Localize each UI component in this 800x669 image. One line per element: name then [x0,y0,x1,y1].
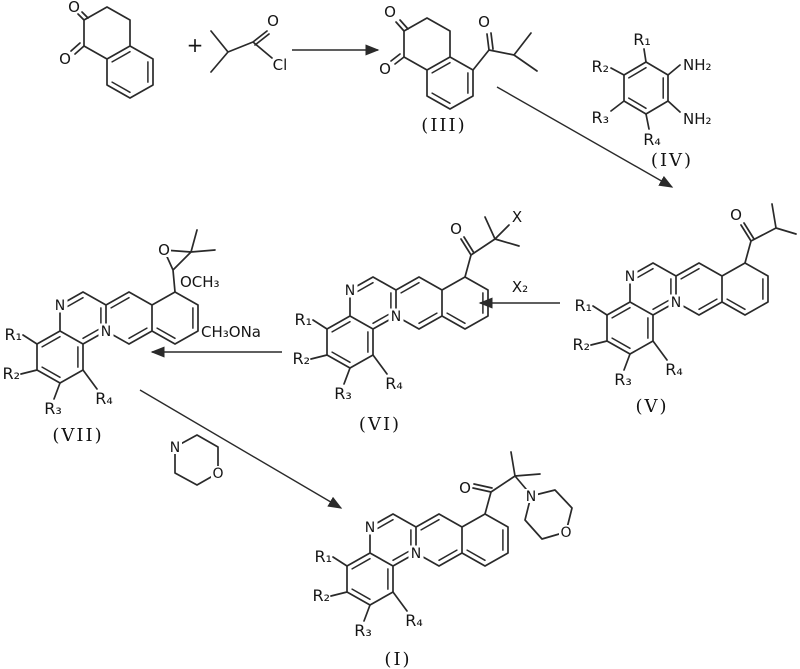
nitrogen-label: N [526,489,536,505]
oxygen-label: O [450,220,462,238]
compound-IV: R₁ R₂ R₃ R₄ NH₂ NH₂ (IV) [591,30,711,171]
arrow-step5 [139,389,343,509]
oxygen-label: O [384,3,396,21]
compound-VII-label: (VII) [52,425,103,446]
r1-label: R₁ [633,30,651,49]
oxygen-label: O [212,466,223,482]
sodium-methoxide-label: CH₃ONa [201,323,261,341]
compound-V-acyl-bonds [740,203,797,264]
compound-VI-acyl-bonds [460,216,520,278]
oxygen-label: O [560,525,571,541]
oxygen-label: O [459,479,471,497]
oxygen-mask [559,525,573,539]
isobutyryl-chloride-bonds [210,30,273,73]
compound-VII-scaffold [1,291,199,419]
oxygen-mask [211,466,225,480]
compound-VI-label: (VI) [359,414,401,435]
compound-I-acyl-bonds [472,451,541,515]
compound-morpholine: N O [168,434,225,486]
oxygen-label: O [379,60,391,78]
compound-VII: O OCH₃ (VII) [1,229,220,446]
compound-V-scaffold [571,262,769,390]
r3-label: R₃ [591,108,609,127]
nitrogen-mask [524,489,538,503]
carbonyl-bonds [70,11,89,55]
compound-IV-substituent-bonds [610,48,681,130]
compound-V: O (V) [571,203,797,417]
compound-IV-double-bond-marks [628,66,664,110]
compound-III-double-bond-marks [431,61,469,105]
arrow-step2 [496,86,674,188]
compound-III-ring-bonds [403,17,474,110]
compound-I-scaffold [311,513,509,641]
nitrogen-mask [168,440,182,454]
oxygen-label: O [478,13,490,31]
oxygen-label: O [730,206,742,224]
compound-III-carbonyl-bonds [390,19,409,65]
compound-VI: O X (VI) [291,208,522,435]
compound-I: O N O (I) [311,451,573,669]
nitrogen-label: N [170,440,180,456]
compound-isobutyryl-chloride: O Cl [210,12,288,74]
compound-I-label: (I) [384,649,411,669]
oxygen-mask [157,243,171,257]
compound-III: O O O (III) [379,3,538,136]
diketone-ring-bonds [83,6,154,99]
diketone-double-bond-marks [111,50,149,94]
chlorine-label: Cl [273,56,288,74]
compound-IV-label: (IV) [651,150,693,171]
plus-sign: + [187,33,204,57]
compound-diketone: O O [59,0,154,99]
halogenation-reagent-label: X₂ [512,278,528,296]
compound-III-acyl-bonds [472,32,538,72]
oxygen-label: O [59,50,71,68]
compound-VI-scaffold [291,276,489,404]
amine-label: NH₂ [683,110,712,128]
r2-label: R₂ [591,57,609,76]
methoxy-label: OCH₃ [180,273,220,291]
r4-label: R₄ [643,130,661,149]
oxygen-label: O [267,12,279,30]
compound-III-label: (III) [421,115,466,136]
halogen-x-label: X [512,208,522,226]
compound-IV-ring-bonds [623,61,669,115]
compound-VII-epoxide-bonds [163,229,216,293]
amine-label: NH₂ [683,56,712,74]
oxygen-label: O [158,241,170,259]
compound-V-label: (V) [635,396,668,417]
oxygen-label: O [68,0,80,16]
